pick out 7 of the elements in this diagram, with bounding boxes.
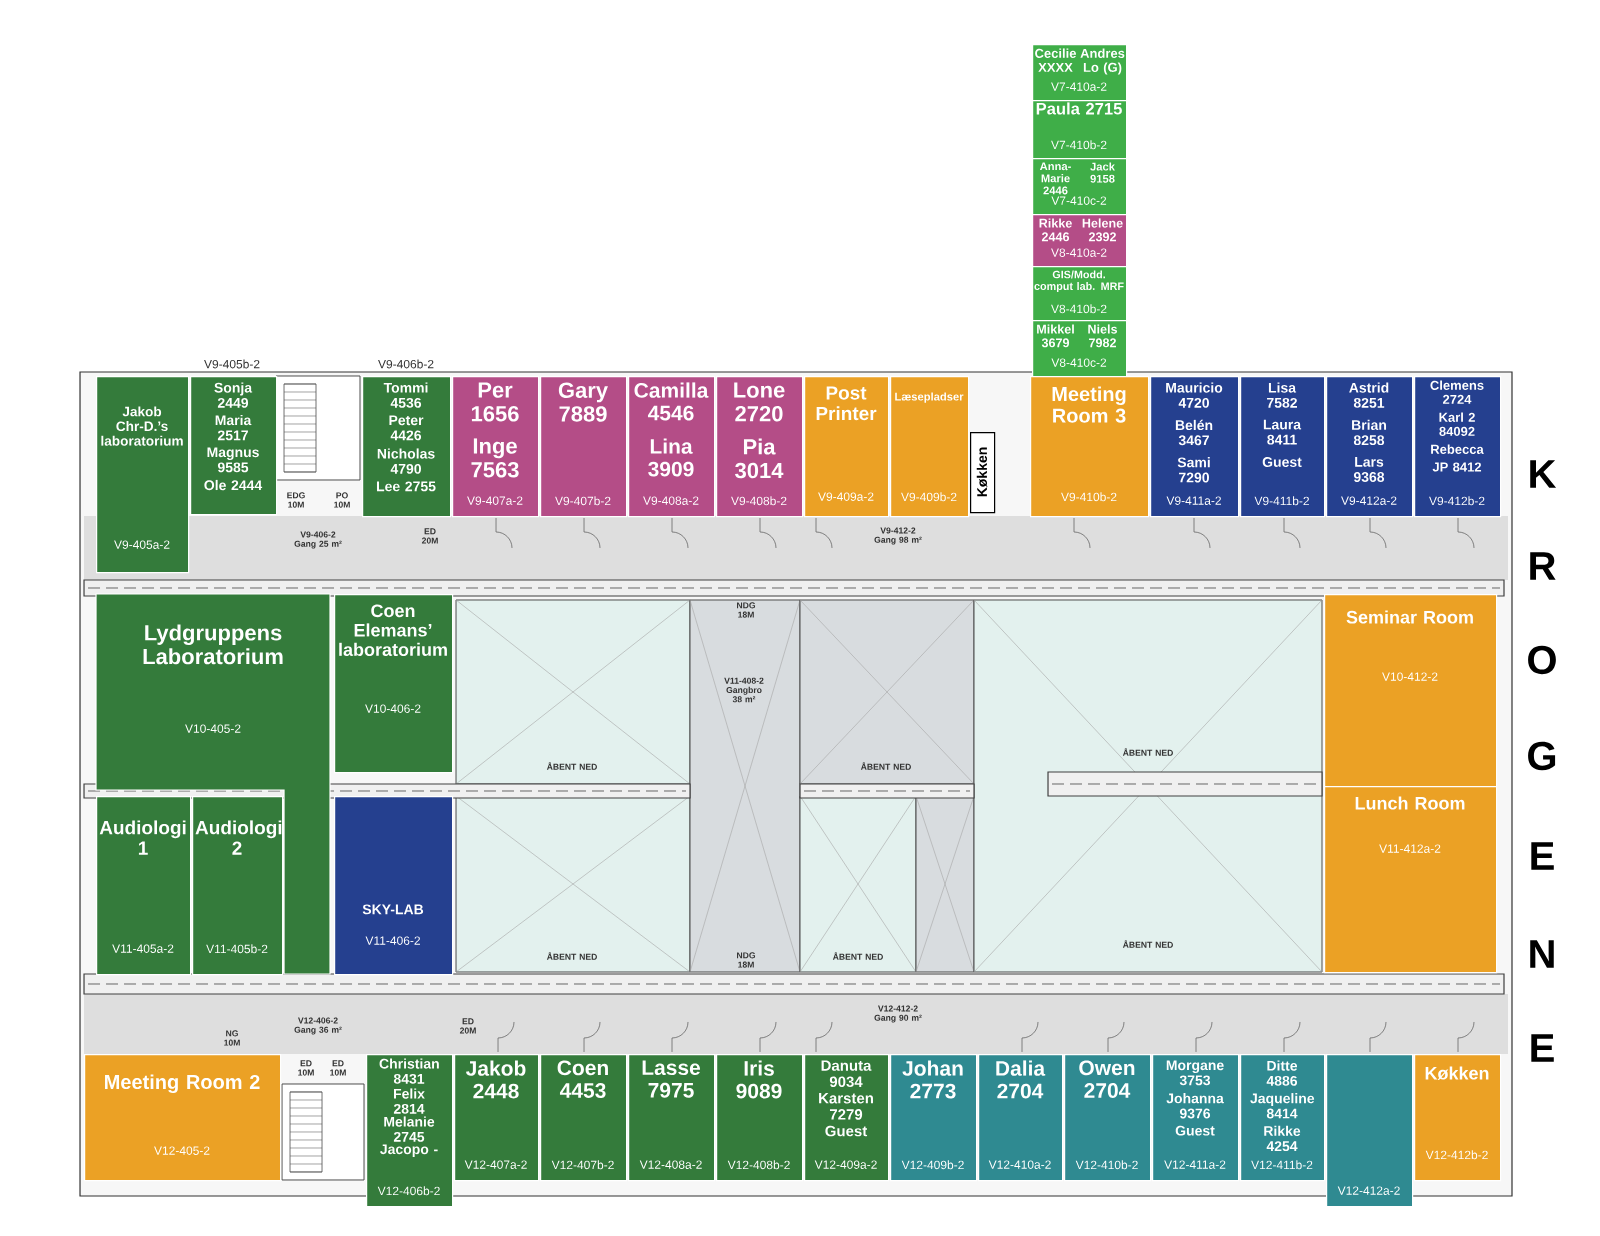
street-letter: O [1528,645,1556,675]
street-letter: N [1530,940,1554,968]
street-letter: E [1531,842,1554,870]
street-letter: G [1528,741,1556,771]
street-letter: E [1531,1034,1554,1062]
street-letter: K [1530,460,1557,488]
street-letter: R [1530,552,1556,580]
